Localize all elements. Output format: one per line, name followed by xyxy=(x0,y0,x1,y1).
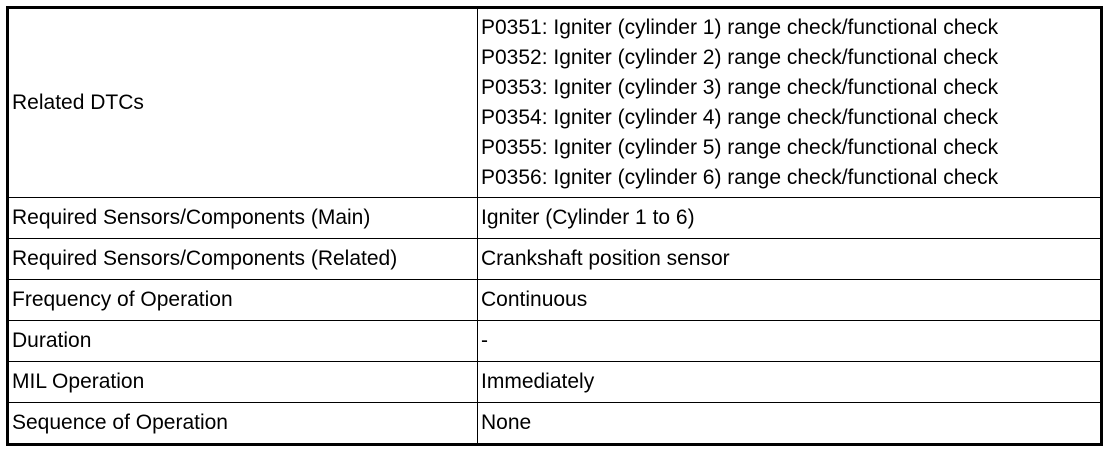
row-label: Frequency of Operation xyxy=(7,279,478,321)
row-value: Continuous xyxy=(477,279,1102,321)
row-value: - xyxy=(477,320,1102,362)
row-label: Required Sensors/Components (Main) xyxy=(7,197,478,239)
row-label: Related DTCs xyxy=(7,7,478,198)
row-value: Crankshaft position sensor xyxy=(477,238,1102,280)
table-row-sequence: Sequence of Operation None xyxy=(7,402,1102,445)
row-value: None xyxy=(477,402,1102,445)
row-label: MIL Operation xyxy=(7,361,478,403)
monitor-spec-table: Related DTCs P0351: Igniter (cylinder 1)… xyxy=(6,6,1103,446)
table-row-frequency: Frequency of Operation Continuous xyxy=(7,279,1102,321)
dtc-item: P0353: Igniter (cylinder 3) range check/… xyxy=(481,76,999,99)
table-row-duration: Duration - xyxy=(7,320,1102,362)
table-row-mil-operation: MIL Operation Immediately xyxy=(7,361,1102,403)
dtc-item: P0355: Igniter (cylinder 5) range check/… xyxy=(481,136,999,159)
table-row-required-related: Required Sensors/Components (Related) Cr… xyxy=(7,238,1102,280)
row-label: Duration xyxy=(7,320,478,362)
dtc-list: P0351: Igniter (cylinder 1) range check/… xyxy=(477,7,1102,198)
dtc-item: P0354: Igniter (cylinder 4) range check/… xyxy=(481,106,999,129)
row-value: Igniter (Cylinder 1 to 6) xyxy=(477,197,1102,239)
dtc-item: P0352: Igniter (cylinder 2) range check/… xyxy=(481,46,999,69)
row-label: Sequence of Operation xyxy=(7,402,478,445)
dtc-item: P0356: Igniter (cylinder 6) range check/… xyxy=(481,166,999,189)
row-value: Immediately xyxy=(477,361,1102,403)
table-row-related-dtcs: Related DTCs P0351: Igniter (cylinder 1)… xyxy=(7,7,1102,198)
table-row-required-main: Required Sensors/Components (Main) Ignit… xyxy=(7,197,1102,239)
row-label: Required Sensors/Components (Related) xyxy=(7,238,478,280)
dtc-item: P0351: Igniter (cylinder 1) range check/… xyxy=(481,16,999,39)
